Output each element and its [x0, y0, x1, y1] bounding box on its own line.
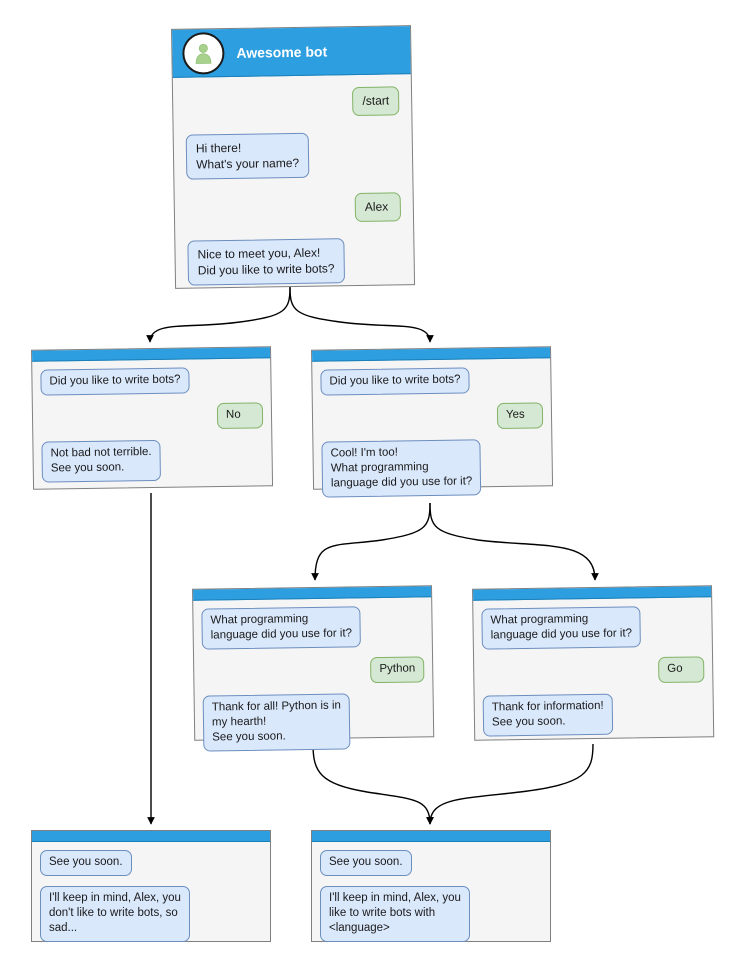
edge-yes-to-python: [311, 502, 431, 581]
message-bubble-bot: See you soon.: [40, 850, 132, 876]
message-bubble-bot: What programming language did you use fo…: [481, 606, 642, 650]
node-branch-yes[interactable]: Did you like to write bots? Yes Cool! I'…: [311, 346, 554, 498]
node-branch-python[interactable]: What programming language did you use fo…: [192, 585, 435, 752]
message-bubble-user: Alex: [354, 192, 402, 223]
message-bubble-bot: See you soon.: [320, 850, 412, 876]
root-window-header: Awesome bot: [172, 26, 411, 78]
root-window-body: /start Hi there! What's your name? Alex …: [173, 74, 414, 290]
message-bubble-bot: Thank for information! See you soon.: [482, 693, 614, 737]
message-bubble-bot: Thank for all! Python is in my hearth! S…: [202, 693, 351, 752]
message-bubble-bot: Did you like to write bots?: [40, 367, 190, 396]
message-bubble-bot: What programming language did you use fo…: [201, 606, 362, 650]
node-end-happy[interactable]: See you soon. I'll keep in mind, Alex, y…: [311, 830, 551, 942]
message-bubble-bot: Hi there! What's your name?: [185, 132, 310, 180]
node-branch-go[interactable]: What programming language did you use fo…: [472, 585, 715, 742]
message-bubble-bot: Cool! I'm too! What programming language…: [321, 439, 482, 498]
message-bubble-user: No: [216, 402, 264, 430]
message-gap: [40, 876, 262, 886]
message-bubble-bot: Not bad not terrible. See you soon.: [41, 439, 161, 483]
node-end-sad[interactable]: See you soon. I'll keep in mind, Alex, y…: [31, 830, 271, 942]
message-gap: [320, 876, 542, 886]
edge-go-to-end-happy: [426, 743, 594, 825]
edge-yes-to-go: [429, 502, 599, 581]
window-body: See you soon. I'll keep in mind, Alex, y…: [312, 842, 550, 943]
person-avatar-icon: [182, 31, 225, 75]
window-body: What programming language did you use fo…: [193, 597, 433, 752]
edge-root-to-yes: [289, 286, 434, 343]
message-bubble-user: Go: [658, 656, 705, 684]
message-gap: [187, 221, 401, 240]
message-bubble-user: Python: [370, 656, 425, 684]
window-body: What programming language did you use fo…: [473, 597, 713, 742]
edge-python-to-end-happy: [312, 743, 434, 825]
node-branch-no[interactable]: Did you like to write bots? No Not bad n…: [31, 346, 274, 491]
bot-title: Awesome bot: [236, 42, 328, 61]
message-bubble-bot: Nice to meet you, Alex! Did you like to …: [187, 238, 345, 286]
node-root-awesome-bot[interactable]: Awesome bot /start Hi there! What's your…: [171, 25, 416, 290]
message-gap: [185, 115, 399, 134]
edge-root-to-no: [146, 286, 291, 343]
message-bubble-bot: I'll keep in mind, Alex, you don't like …: [40, 886, 190, 942]
window-header-strip: [312, 831, 550, 842]
window-body: Did you like to write bots? Yes Cool! I'…: [312, 358, 552, 498]
message-bubble-user: Yes: [496, 402, 544, 430]
message-bubble-bot: I'll keep in mind, Alex, you like to wri…: [320, 886, 470, 942]
window-body: See you soon. I'll keep in mind, Alex, y…: [32, 842, 270, 943]
window-body: Did you like to write bots? No Not bad n…: [32, 358, 272, 491]
window-header-strip: [32, 831, 270, 842]
message-bubble-user: /start: [352, 86, 400, 117]
message-bubble-bot: Did you like to write bots?: [320, 367, 470, 396]
